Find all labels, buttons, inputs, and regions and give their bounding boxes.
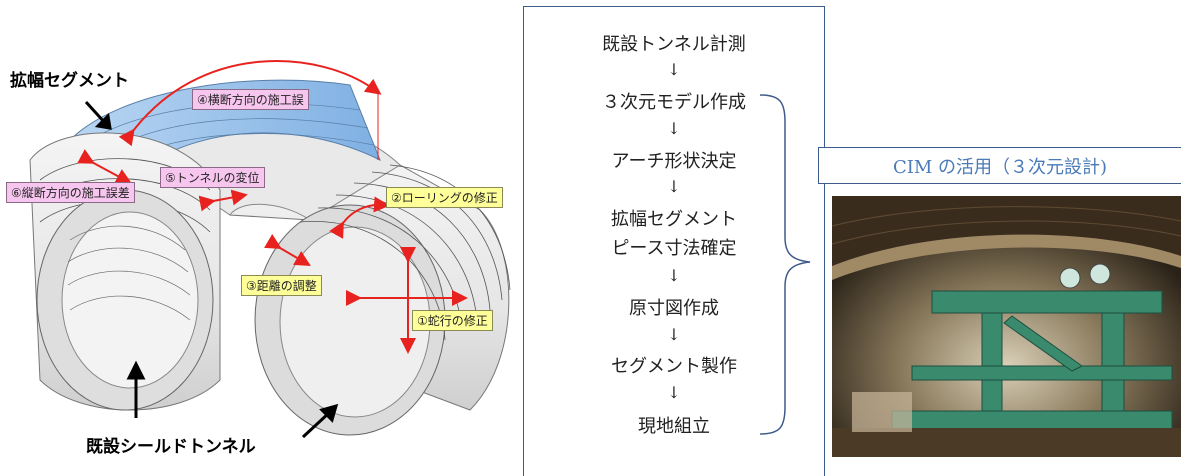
cim-label: CIM の活用（３次元設計) <box>892 156 1108 178</box>
flow-step-4b: ピース寸法確定 <box>611 238 737 259</box>
pointer-tunnel-right <box>301 410 332 439</box>
annotation-1: ①蛇行の修正 <box>412 310 493 331</box>
arrow-a6 <box>77 149 133 184</box>
annotation-3: ③距離の調整 <box>241 275 322 296</box>
cim-box: CIM の活用（３次元設計) <box>818 147 1181 184</box>
tunnel-diagram <box>29 60 511 439</box>
flow-step-4a: 拡幅セグメント <box>611 209 737 230</box>
tunnel-construction-photo <box>832 196 1181 457</box>
existing-tunnel-label: 既設シールドトンネル <box>86 437 256 457</box>
annotation-4: ④横断方向の施工誤 <box>192 89 309 110</box>
flow-step-2: ３次元モデル作成 <box>602 92 746 113</box>
curly-brace <box>759 94 811 435</box>
annotation-6: ⑥縦断方向の施工誤差 <box>6 182 135 203</box>
flow-step-6: セグメント製作 <box>611 356 737 377</box>
arrow-a3 <box>264 234 311 267</box>
widening-segment-label: 拡幅セグメント <box>10 71 129 91</box>
annotation-5: ⑤トンネルの変位 <box>160 167 265 188</box>
flow-arrow-3: ↓ <box>667 177 681 196</box>
flow-step-5: 原寸図作成 <box>629 298 719 319</box>
flow-step-1: 既設トンネル計測 <box>602 34 746 55</box>
flow-arrow-2: ↓ <box>667 119 681 138</box>
flow-step-7: 現地組立 <box>638 416 710 437</box>
annotation-2: ②ローリングの修正 <box>386 187 503 208</box>
arrow-a4 <box>118 60 382 147</box>
flow-frame <box>523 6 825 476</box>
arrow-a5 <box>198 189 248 212</box>
flow-step-3: アーチ形状決定 <box>611 151 737 172</box>
flow-arrow-4: ↓ <box>667 266 681 285</box>
flow-arrow-1: ↓ <box>667 60 681 79</box>
flow-arrow-5: ↓ <box>667 325 681 344</box>
flow-arrow-6: ↓ <box>667 383 681 402</box>
arrow-a2 <box>329 196 390 239</box>
